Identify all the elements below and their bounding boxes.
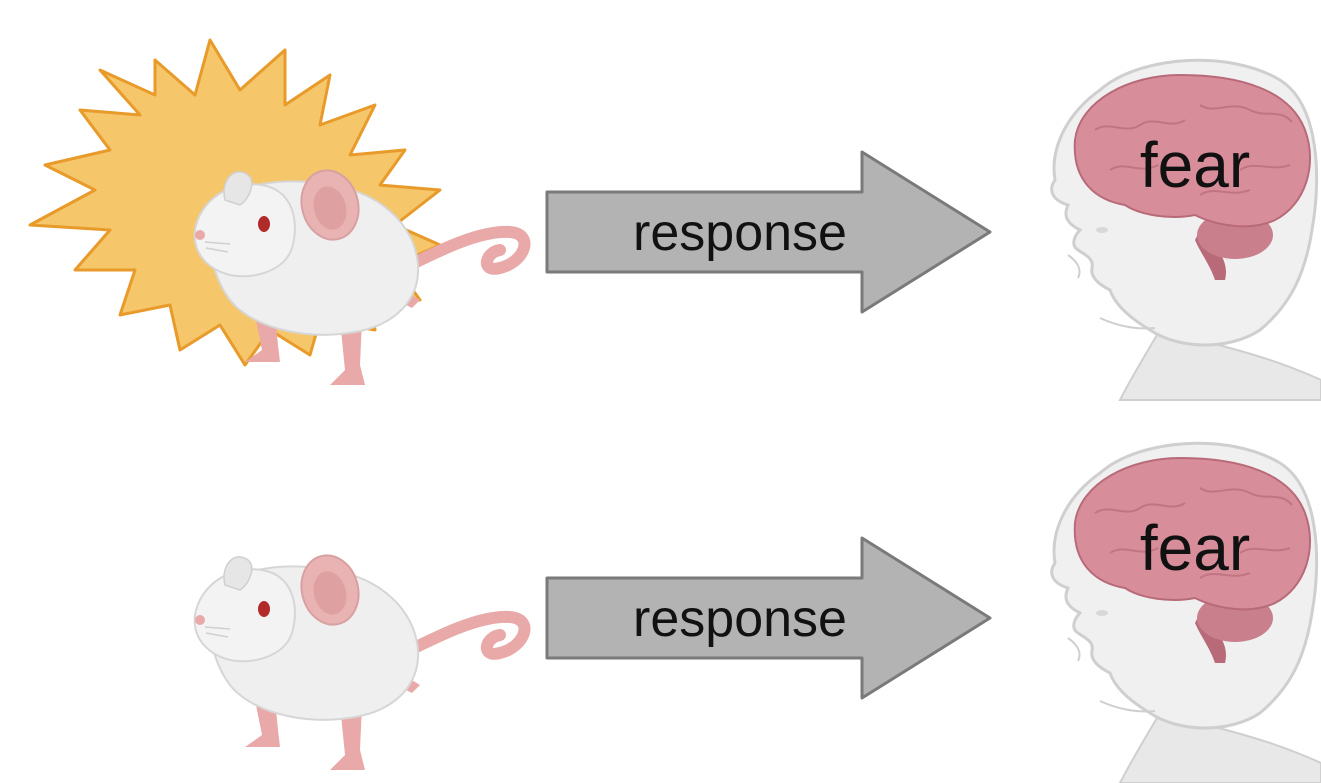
infant-head-with-brain-icon: fear [1050,58,1321,402]
row-1: response fear [28,38,1321,402]
mouse-icon [195,549,525,770]
response-arrow: response [545,150,992,314]
brain-label: fear [1140,512,1250,584]
response-arrow: response [545,536,992,700]
infant-head-with-brain-icon: fear [1050,441,1321,783]
brain-label: fear [1140,129,1250,201]
arrow-label: response [633,204,847,262]
arrow-label: response [633,590,847,648]
row-2: response fear [195,441,1321,783]
